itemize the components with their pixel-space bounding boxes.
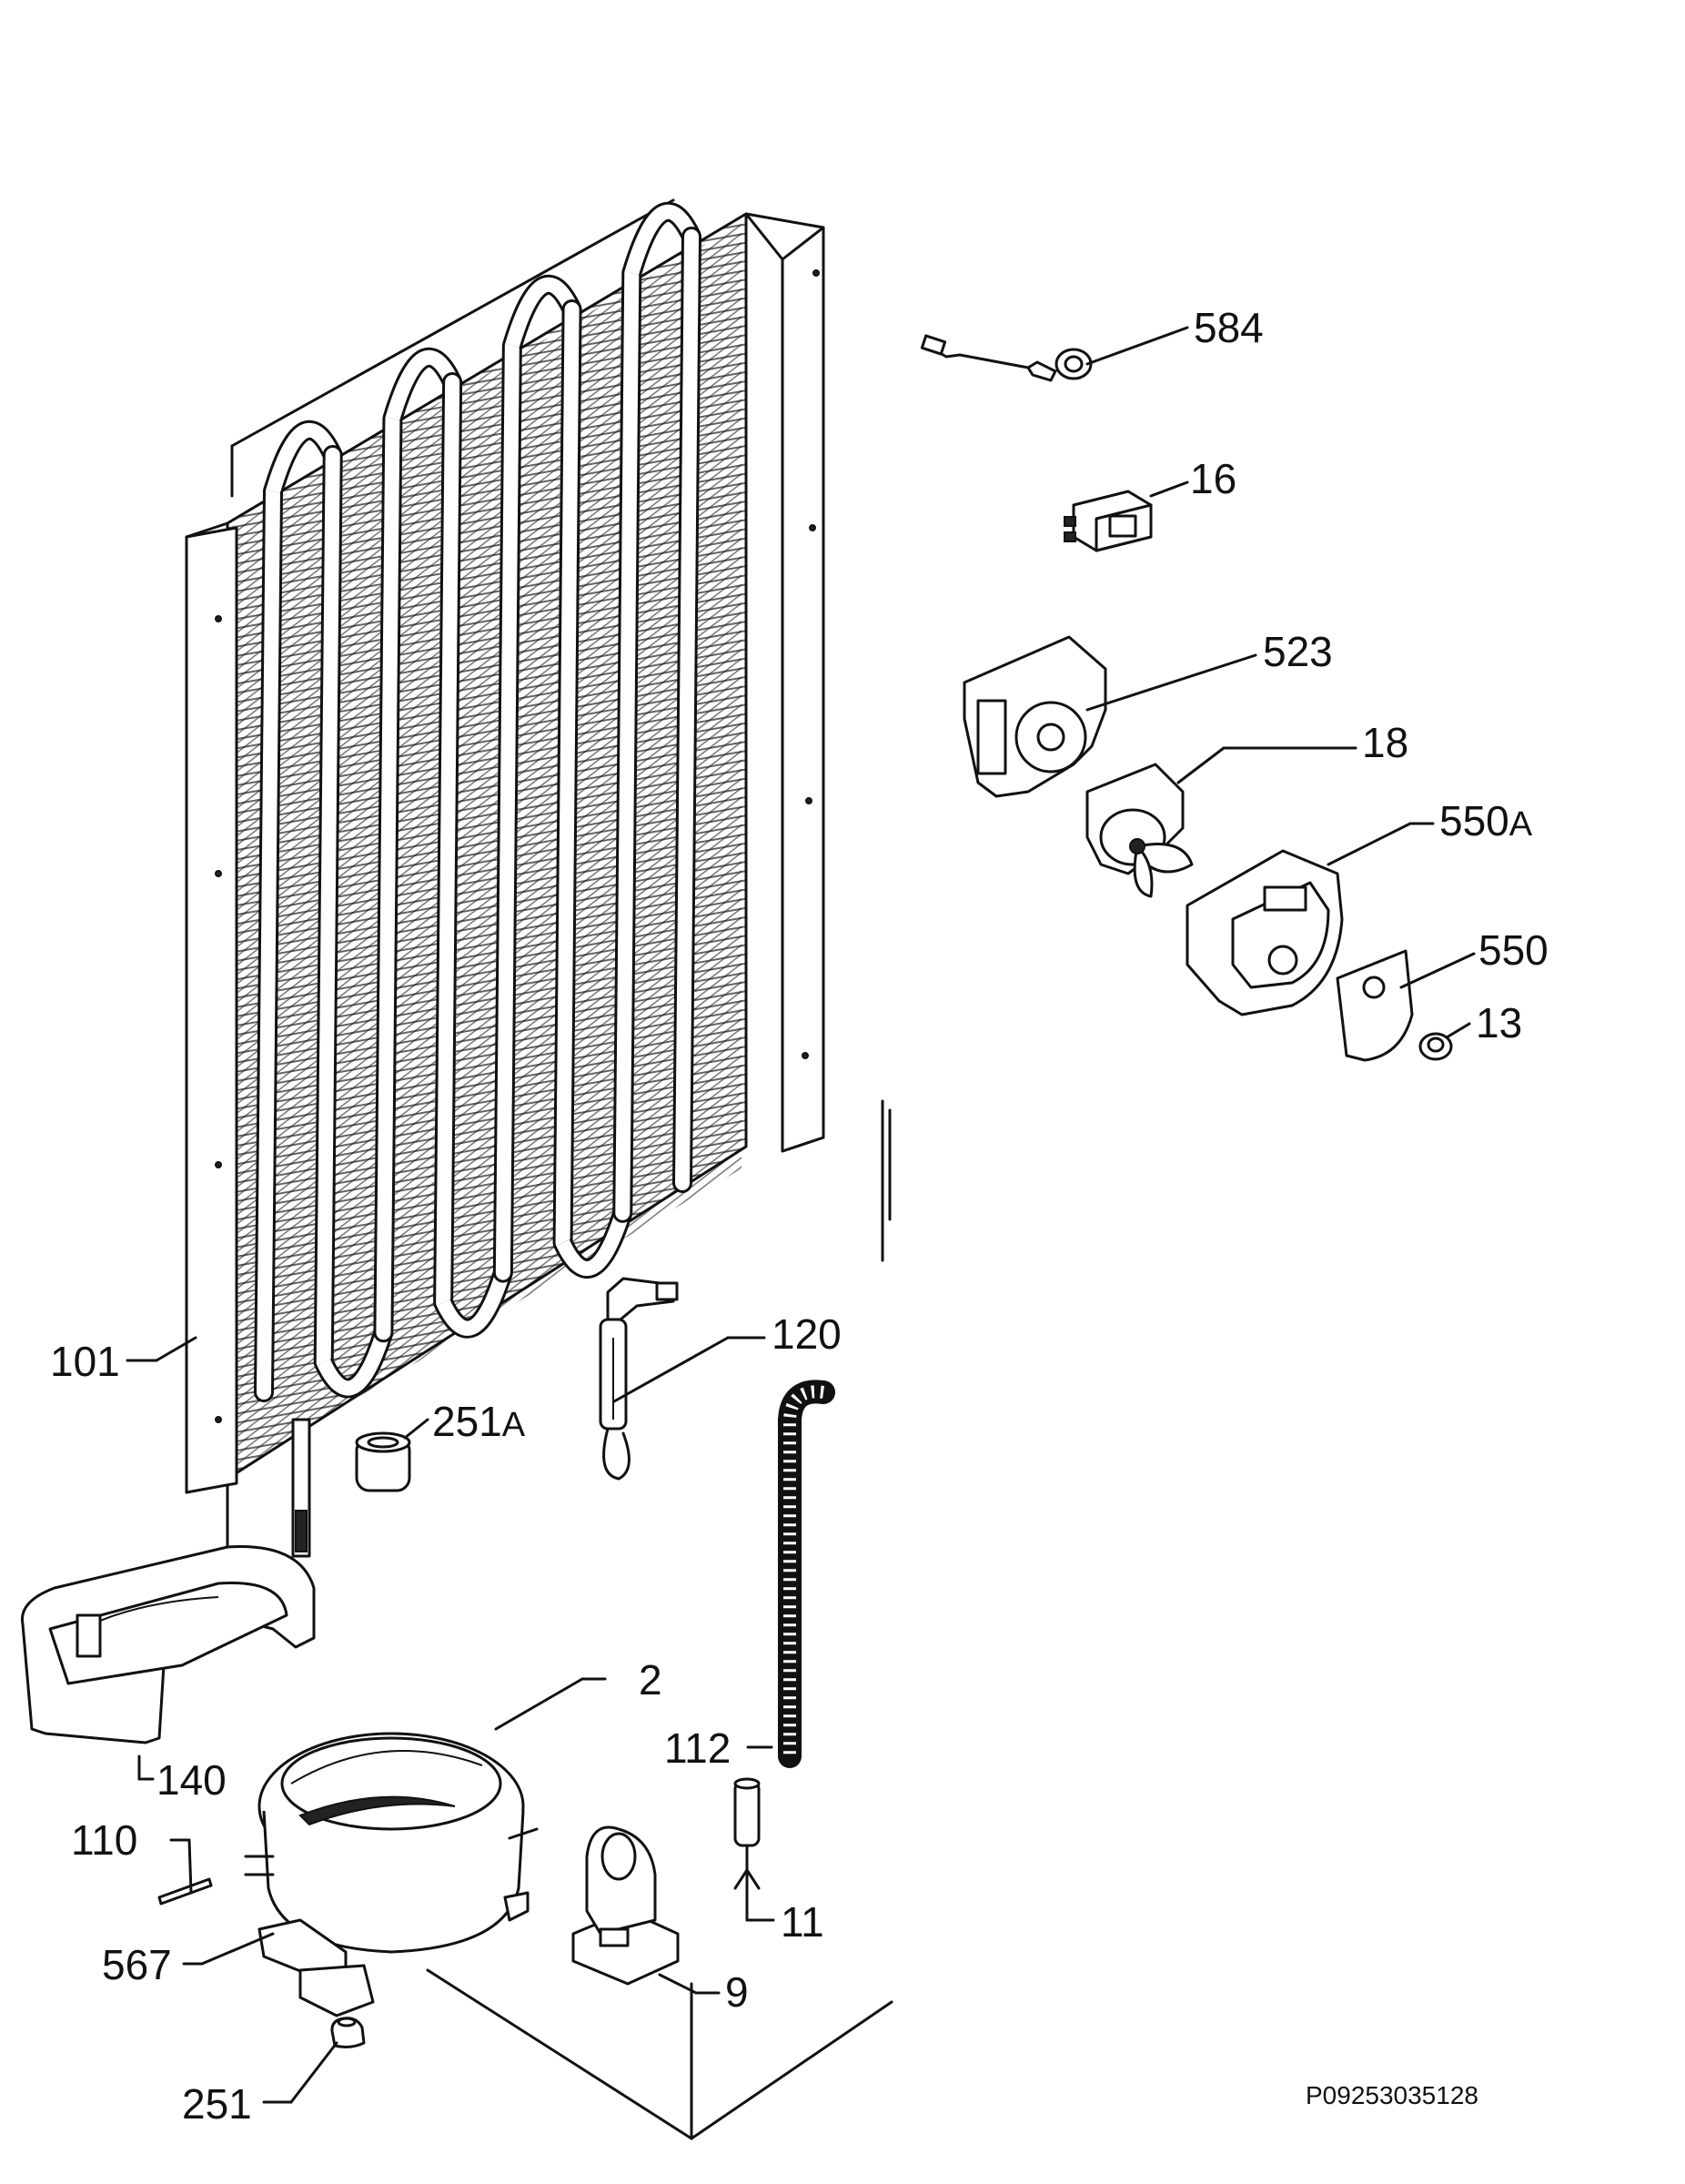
condenser-tube [376, 411, 400, 1340]
label-251a-suffix: A [502, 1406, 526, 1444]
part-584-sensor-grommet [920, 334, 1093, 382]
label-251a-number: 251 [432, 1398, 502, 1445]
label-120: 120 [772, 1310, 842, 1358]
condenser-tube-bend [317, 1330, 391, 1396]
label-550a: 550A [1439, 797, 1533, 844]
label-13: 13 [1476, 999, 1522, 1046]
label-101: 101 [50, 1338, 120, 1385]
label-251: 251 [182, 2080, 252, 2128]
label-18: 18 [1362, 719, 1408, 766]
condenser-tube [436, 375, 460, 1310]
part-251-grommet [330, 2017, 366, 2048]
label-251a: 251A [432, 1398, 526, 1445]
condenser-tube-bend [266, 422, 339, 494]
label-550a-number: 550 [1439, 797, 1509, 844]
label-110: 110 [71, 1816, 137, 1864]
condenser-tube-bend [385, 349, 459, 421]
label-584: 584 [1194, 304, 1264, 351]
part-112-drain-hose [778, 1380, 835, 1768]
label-567: 567 [102, 1941, 172, 1988]
part-550a-fan-cover [1186, 849, 1344, 1016]
label-2: 2 [639, 1656, 662, 1704]
part-251a-grommet [355, 1431, 411, 1492]
part-120-sensor [599, 1277, 679, 1481]
condenser-tube [675, 229, 699, 1190]
condenser-tube-bend [505, 277, 579, 349]
label-140: 140 [156, 1756, 227, 1804]
condenser-tube [316, 448, 340, 1370]
label-523: 523 [1263, 628, 1333, 675]
condenser-coil [185, 201, 825, 1558]
part-9-relay [571, 1825, 680, 1986]
condenser-tube [257, 484, 280, 1400]
part-11-valve [733, 1777, 761, 1890]
part-523-fan-housing [963, 635, 1107, 798]
label-112: 112 [664, 1724, 731, 1772]
condenser-tube-bend [556, 1210, 630, 1276]
label-11: 11 [781, 1898, 824, 1946]
part-13-cap [1418, 1032, 1453, 1061]
reference-code: P09253035128 [1306, 2081, 1478, 2109]
part-2-compressor [244, 1732, 539, 2017]
condenser-tube-bend [624, 204, 699, 276]
part-18-fan-motor [1085, 763, 1194, 898]
part-16-switch [1064, 490, 1153, 552]
label-550a-suffix: A [1509, 805, 1533, 844]
label-550: 550 [1478, 926, 1549, 974]
leader-lines [126, 326, 1476, 2104]
cabinet-outline [226, 198, 893, 2140]
condenser-tube-bend [436, 1270, 510, 1336]
condenser-tube [495, 339, 520, 1280]
condenser-tube [615, 266, 640, 1220]
part-110-pin [157, 1877, 213, 1906]
part-140-drip-tray [20, 1545, 316, 1744]
label-16: 16 [1190, 455, 1236, 502]
part-550-cover-plate [1336, 949, 1414, 1062]
condenser-tube [555, 302, 580, 1250]
label-9: 9 [725, 1968, 749, 2016]
